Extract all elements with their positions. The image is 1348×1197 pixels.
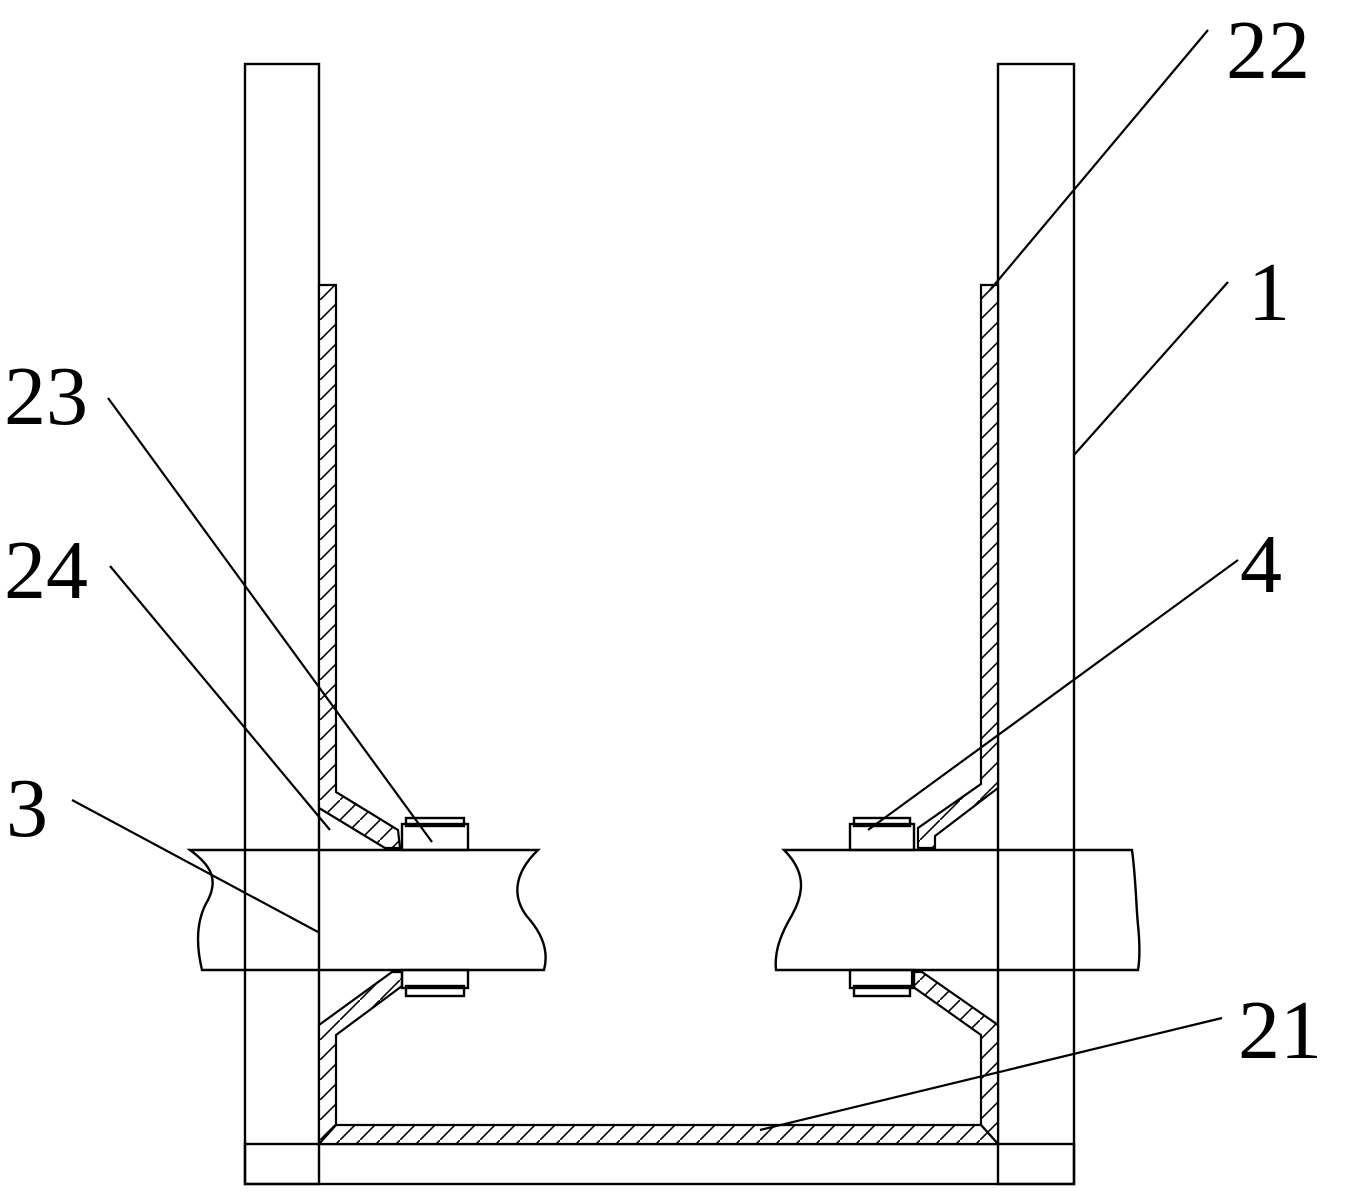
right-top-plate [848,822,916,852]
leader-4 [867,559,1239,831]
label-24: 24 [4,524,88,617]
leader-1 [1073,281,1229,456]
left-wall [243,62,321,1186]
leader-23 [107,397,433,843]
label-4: 4 [1240,518,1282,611]
stopper-plates [400,816,916,998]
right-wall [996,62,1076,1186]
left-pipe-segment [186,848,547,972]
label-22: 22 [1226,4,1310,97]
left-bottom-cap [404,984,466,998]
leader-22 [989,29,1209,291]
label-21: 21 [1238,984,1322,1077]
left-liner-upper [317,283,402,850]
wall-bottom [243,1142,1076,1186]
liner-bottom [316,1123,1001,1146]
right-pipe-segment [774,848,1141,972]
label-3: 3 [6,762,48,855]
left-top-cap [404,816,466,828]
label-23: 23 [4,350,88,443]
right-top-cap [852,816,912,828]
leader-21 [759,1016,1223,1132]
label-1: 1 [1248,246,1290,339]
reference-numerals: 22 1 23 24 4 3 21 [4,4,1322,1077]
leader-3 [71,799,319,933]
pipe [186,848,1141,972]
brick-walls [243,62,1076,1186]
leader-lines [71,29,1239,1132]
right-liner-upper [916,283,1000,850]
leader-24 [109,565,331,831]
right-bottom-cap [852,984,912,998]
left-liner-lower [317,970,404,1145]
hatched-liner [316,283,1001,1146]
right-liner-lower [910,970,1000,1145]
left-top-plate [400,822,470,852]
